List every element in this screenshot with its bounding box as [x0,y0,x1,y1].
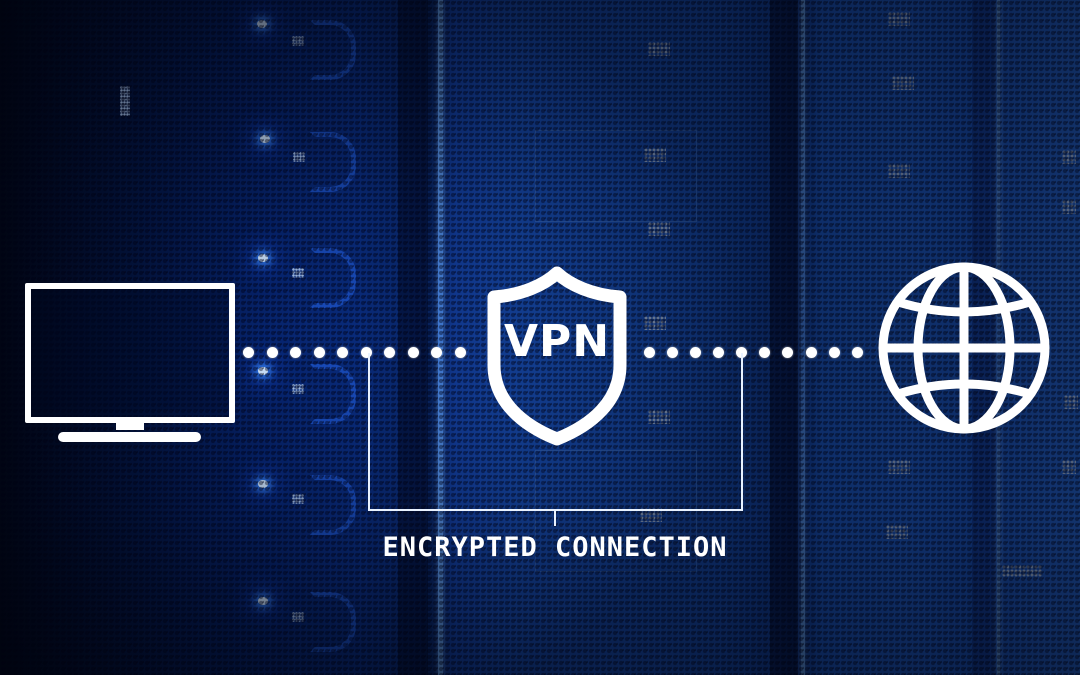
connection-dot [736,347,747,358]
laptop-base [58,432,201,442]
connection-dot [267,347,278,358]
connection-dot [431,347,442,358]
vpn-label: VPN [503,316,611,367]
connection-dot [852,347,863,358]
encrypted-connection-caption: ENCRYPTED CONNECTION [382,532,728,563]
shield-icon [487,266,627,446]
connection-dot [690,347,701,358]
connection-dot [667,347,678,358]
connection-dot [713,347,724,358]
laptop-hinge [116,423,144,430]
connection-dot [782,347,793,358]
laptop-screen [25,283,235,423]
connection-dot [455,347,466,358]
connection-dot [384,347,395,358]
connection-dot [408,347,419,358]
connection-dot [829,347,840,358]
connection-dot [243,347,254,358]
connection-dot [759,347,770,358]
connection-dot [361,347,372,358]
connection-dot [337,347,348,358]
bracket-stem [554,510,556,526]
connection-dot [314,347,325,358]
globe-icon [878,262,1050,434]
encryption-bracket [368,353,743,511]
connection-dot [290,347,301,358]
connection-dot [644,347,655,358]
connection-dot [806,347,817,358]
